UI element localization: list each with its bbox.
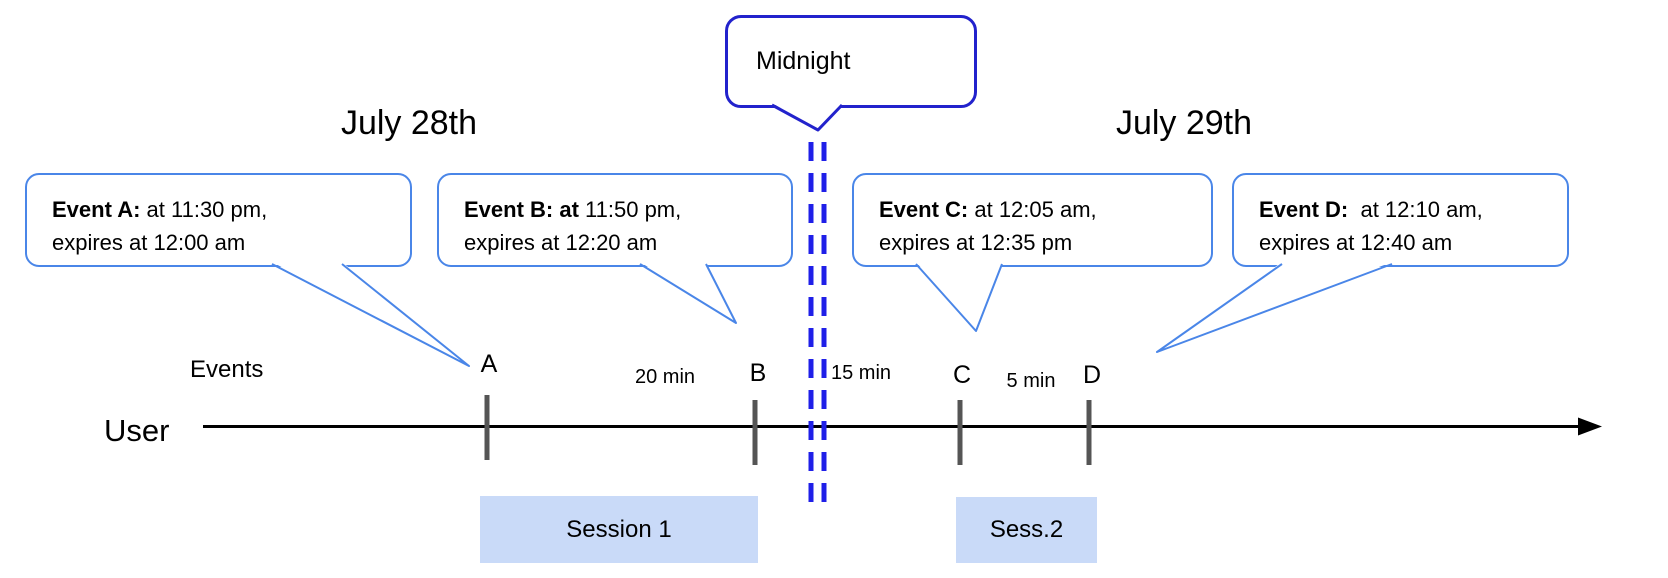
callout-b-pointer-icon bbox=[639, 263, 737, 324]
midnight-pointer-icon bbox=[771, 103, 844, 132]
session-box-1: Session 1 bbox=[480, 496, 758, 563]
callout-event-c: Event C: at 12:05 am, expires at 12:35 p… bbox=[852, 173, 1213, 267]
callout-c-pointer-fill bbox=[916, 262, 1002, 331]
callout-event-c-line2: expires at 12:35 pm bbox=[879, 230, 1073, 255]
tick-label-b: B bbox=[749, 359, 767, 387]
callout-d-pointer-icon bbox=[1156, 263, 1393, 353]
callout-c-pointer-icon bbox=[915, 263, 1003, 332]
timeline-arrowhead-icon bbox=[1578, 417, 1602, 436]
callout-event-b-line2: expires at 12:20 am bbox=[464, 230, 658, 255]
callout-event-a-line2: expires at 12:00 am bbox=[52, 230, 246, 255]
callout-event-d-line1: Event D: at 12:10 am, bbox=[1259, 197, 1483, 222]
tick-label-d: D bbox=[1082, 361, 1102, 389]
session-2-label: Sess.2 bbox=[989, 516, 1064, 543]
callout-event-d-line2: expires at 12:40 am bbox=[1259, 230, 1453, 255]
callout-a-pointer-fill bbox=[272, 262, 469, 366]
callout-event-b: Event B: at 11:50 pm, expires at 12:20 a… bbox=[437, 173, 793, 267]
callout-event-a: Event A: at 11:30 pm, expires at 12:00 a… bbox=[25, 173, 412, 267]
session-box-2: Sess.2 bbox=[956, 497, 1097, 563]
interval-label-20min: 20 min bbox=[634, 366, 696, 388]
callout-event-d: Event D: at 12:10 am, expires at 12:40 a… bbox=[1232, 173, 1569, 267]
session-1-label: Session 1 bbox=[566, 515, 672, 543]
callout-event-c-line1: Event C: at 12:05 am, bbox=[879, 197, 1097, 222]
callout-a-pointer-icon bbox=[271, 263, 470, 367]
day-title-july-29: July 29th bbox=[1115, 104, 1253, 142]
user-axis-label: User bbox=[104, 413, 170, 448]
events-axis-label: Events bbox=[190, 356, 264, 383]
callout-event-a-line1: Event A: at 11:30 pm, bbox=[52, 197, 268, 222]
tick-label-c: C bbox=[952, 361, 972, 389]
callout-d-pointer-fill bbox=[1157, 262, 1392, 352]
tick-label-a: A bbox=[480, 350, 498, 378]
callout-event-b-line1: Event B: at 11:50 pm, bbox=[464, 197, 682, 222]
midnight-label: Midnight bbox=[756, 47, 851, 75]
midnight-callout: Midnight bbox=[725, 15, 977, 108]
callout-b-pointer-fill bbox=[640, 262, 736, 323]
interval-label-5min: 5 min bbox=[1006, 370, 1056, 392]
interval-label-15min: 15 min bbox=[830, 362, 892, 384]
day-title-july-28: July 28th bbox=[340, 104, 478, 142]
